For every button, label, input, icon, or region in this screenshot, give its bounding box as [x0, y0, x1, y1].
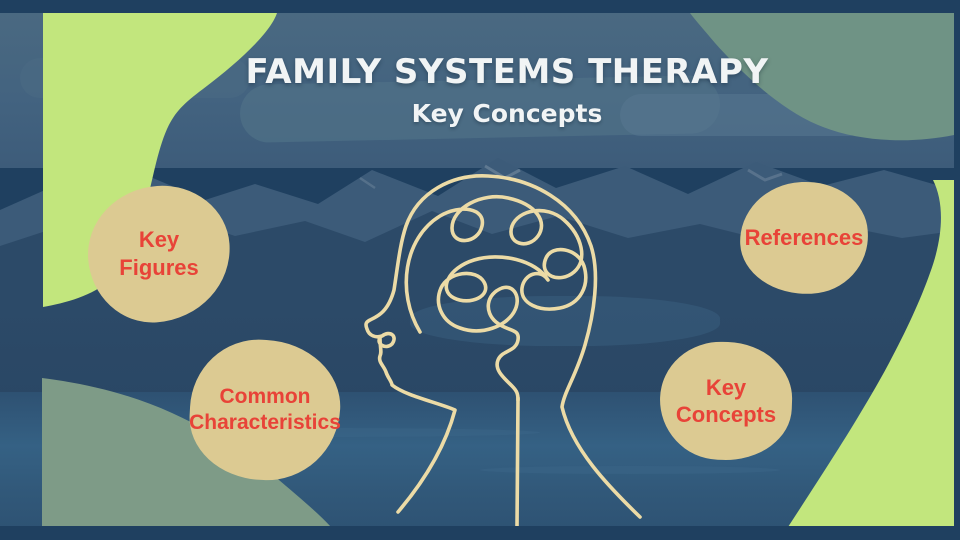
topic-key-concepts[interactable]: Key Concepts	[657, 339, 795, 463]
frame-bottom	[0, 526, 960, 540]
topic-references[interactable]: References	[737, 178, 871, 298]
topic-label: Key Concepts	[675, 375, 777, 427]
water-streak	[480, 466, 780, 474]
frame-top	[0, 0, 960, 13]
topic-label: Key Figures	[119, 227, 199, 280]
topic-key-figures[interactable]: Key Figures	[83, 181, 235, 327]
sage-shape-bottom-left	[42, 378, 331, 527]
slide-title: FAMILY SYSTEMS THERAPY	[245, 52, 769, 92]
green-shape-bottom-right	[788, 180, 954, 527]
slide-subtitle: Key Concepts	[411, 99, 603, 128]
mountain-ridge-graphic	[0, 158, 954, 328]
title-block: FAMILY SYSTEMS THERAPY Key Concepts	[60, 52, 954, 128]
head-profile-brain-illustration	[364, 174, 642, 528]
frame-right	[954, 0, 960, 540]
lake-highlight	[410, 296, 720, 346]
sage-shape-top-right	[690, 13, 954, 141]
topic-label: Common Characteristics	[189, 385, 341, 434]
topic-label: References	[744, 225, 864, 250]
topic-common-characteristics[interactable]: Common Characteristics	[186, 336, 344, 484]
